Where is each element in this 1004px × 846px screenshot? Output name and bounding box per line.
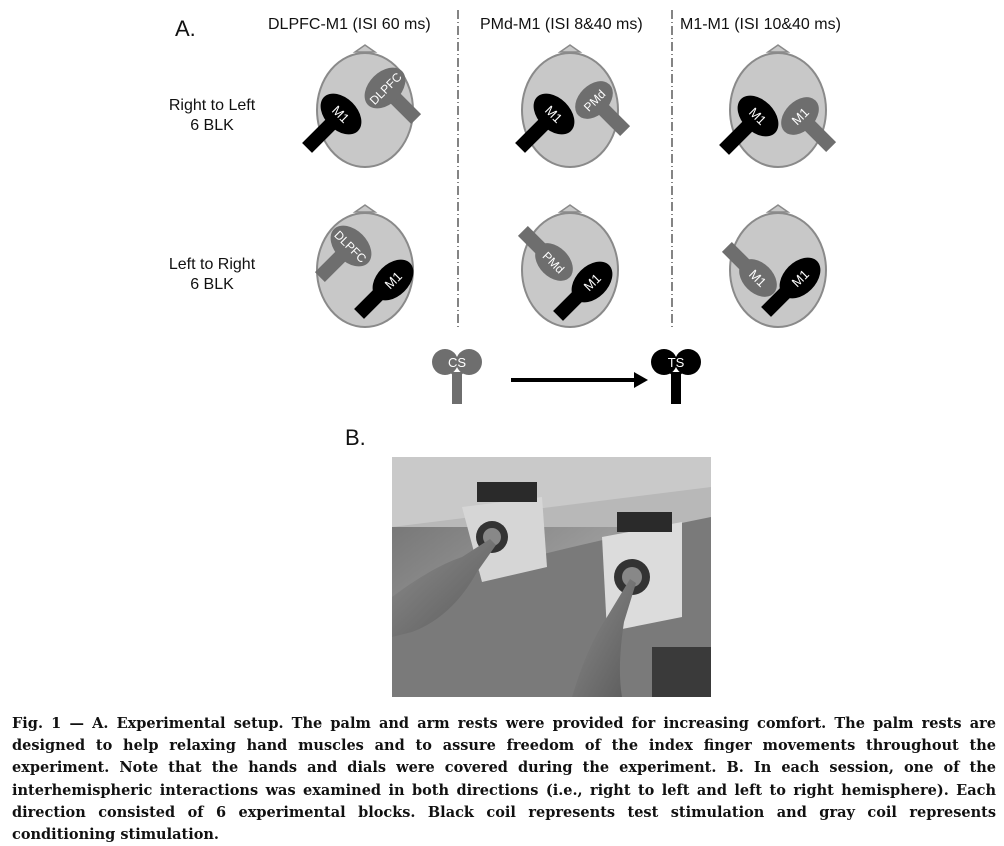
black-coil-m1: M1	[553, 261, 613, 321]
figure-number: Fig. 1	[12, 715, 62, 732]
head-pmd-m1-right-to-left: PMd M1	[515, 44, 631, 168]
black-coil-m1: M1	[515, 93, 575, 153]
caption-dash: —	[61, 715, 93, 732]
cs-coil-icon: CS	[432, 349, 482, 404]
head-m1-m1-right-to-left: M1 M1	[719, 44, 837, 168]
column-title-pmd-m1: PMd-M1 (ISI 8&40 ms)	[480, 16, 643, 33]
cs-label: CS	[448, 355, 466, 370]
caption-text: A. Experimental setup. The palm and arm …	[12, 715, 996, 844]
head-dlpfc-m1-left-to-right: DLPFC M1	[314, 204, 414, 328]
head-pmd-m1-left-to-right: PMd M1	[517, 204, 619, 328]
gray-coil-pmd: PMd	[575, 81, 631, 137]
tms-setup-diagram: DLPFC M1 PMd M1 M1 M	[302, 10, 837, 404]
ts-coil-icon: TS	[651, 349, 701, 404]
row-blocks: 6 BLK	[190, 276, 234, 293]
gray-coil-pmd: PMd	[517, 225, 573, 281]
row-direction: Left to Right	[168, 256, 256, 273]
head-dlpfc-m1-right-to-left: DLPFC M1	[302, 44, 422, 168]
black-coil-m1: M1	[354, 259, 414, 319]
head-m1-m1-left-to-right: M1 M1	[721, 204, 827, 328]
arrow-icon	[511, 372, 648, 388]
column-title-dlpfc-m1: DLPFC-M1 (ISI 60 ms)	[268, 16, 431, 33]
black-coil-m1: M1	[302, 93, 362, 153]
column-title-m1-m1: M1-M1 (ISI 10&40 ms)	[680, 16, 841, 33]
row-blocks: 6 BLK	[190, 117, 234, 134]
row-label-left-to-right: Left to Right 6 BLK	[160, 255, 264, 295]
gray-coil-m1: M1	[721, 241, 777, 297]
gray-coil-m1: M1	[781, 97, 837, 153]
panel-a-label: A.	[175, 16, 196, 41]
figure-caption: Fig. 1 — A. Experimental setup. The palm…	[12, 713, 996, 846]
row-direction: Right to Left	[168, 97, 256, 114]
experimental-setup-photo	[392, 457, 711, 697]
black-coil-m1: M1	[719, 95, 779, 155]
panel-b-label: B.	[345, 425, 366, 450]
black-coil-m1: M1	[761, 257, 821, 317]
ts-label: TS	[668, 355, 685, 370]
row-label-right-to-left: Right to Left 6 BLK	[160, 96, 264, 136]
